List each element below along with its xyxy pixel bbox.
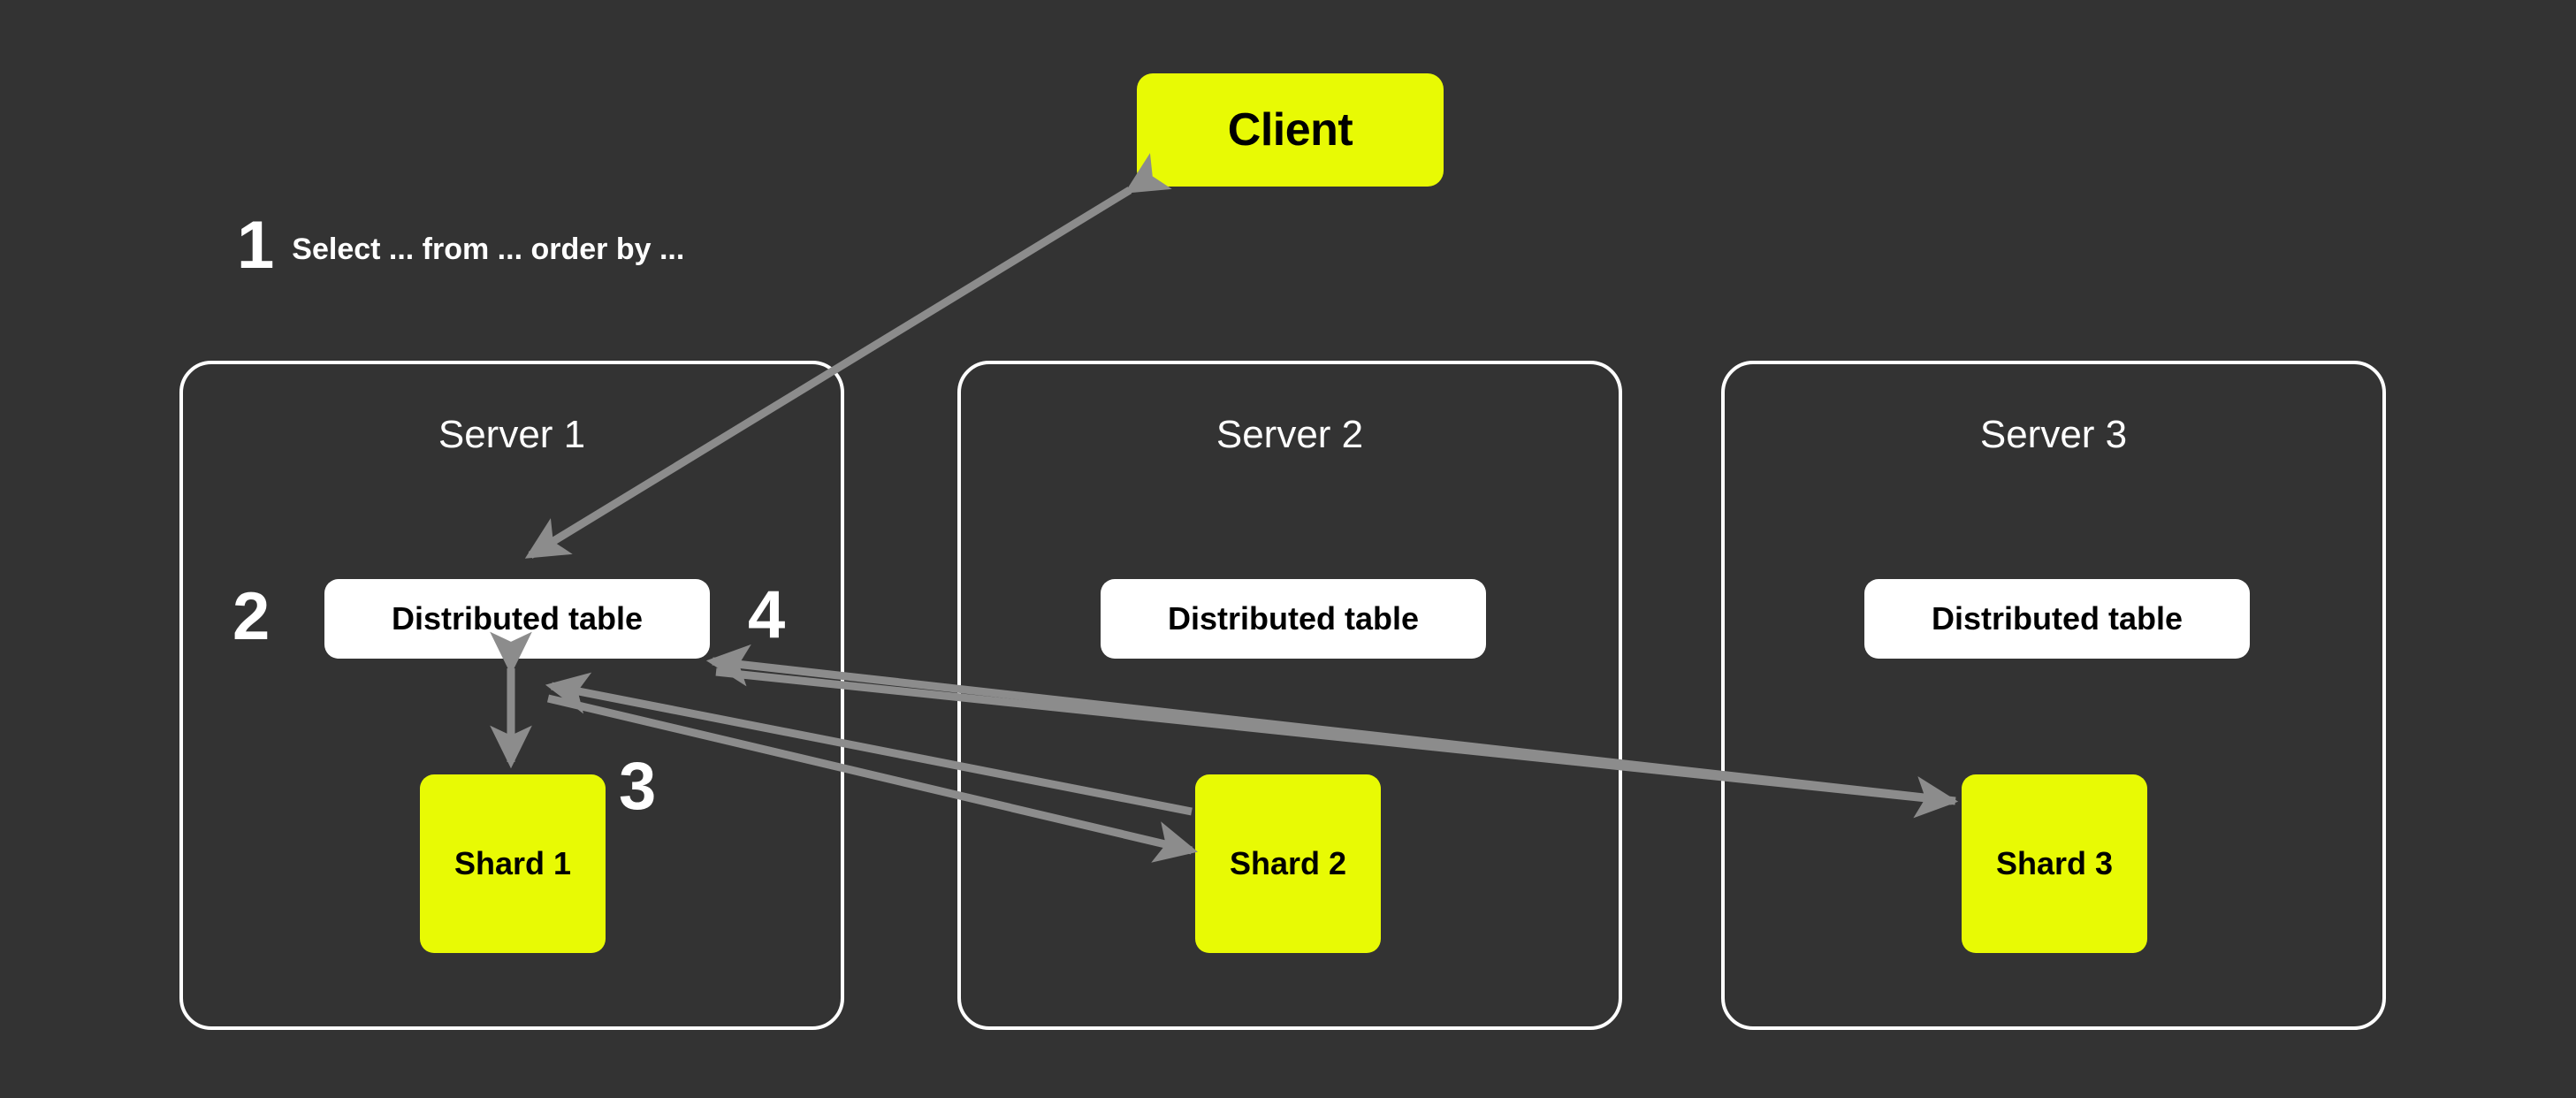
server-3-shard[interactable]: Shard 3 bbox=[1962, 774, 2147, 953]
server-2-distributed-table-label: Distributed table bbox=[1167, 600, 1420, 637]
step-3-number: 3 bbox=[619, 749, 657, 824]
server-3-distributed-table[interactable]: Distributed table bbox=[1864, 579, 2250, 659]
server-1-distributed-table[interactable]: Distributed table bbox=[324, 579, 710, 659]
server-3-distributed-table-label: Distributed table bbox=[1931, 600, 2184, 637]
server-3-title: Server 3 bbox=[1979, 413, 2128, 456]
server-1-shard-label: Shard 1 bbox=[453, 845, 572, 881]
step-4-number: 4 bbox=[748, 577, 786, 652]
server-1-distributed-table-label: Distributed table bbox=[391, 600, 644, 637]
server-2-distributed-table[interactable]: Distributed table bbox=[1101, 579, 1486, 659]
server-3-shard-label: Shard 3 bbox=[1995, 845, 2114, 881]
step-1-query-text: Select ... from ... order by ... bbox=[292, 233, 685, 266]
client-label: Client bbox=[1227, 104, 1353, 156]
server-panel-2: Server 2 Distributed table Shard 2 bbox=[957, 361, 1622, 1030]
server-2-shard-label: Shard 2 bbox=[1229, 845, 1347, 881]
server-panel-3: Server 3 Distributed table Shard 3 bbox=[1721, 361, 2386, 1030]
server-panel-1: Server 1 Distributed table Shard 1 bbox=[179, 361, 844, 1030]
server-2-shard[interactable]: Shard 2 bbox=[1195, 774, 1381, 953]
step-2-number: 2 bbox=[232, 579, 271, 654]
server-1-title: Server 1 bbox=[438, 413, 586, 456]
server-2-title: Server 2 bbox=[1216, 413, 1364, 456]
step-1-annotation: 1 Select ... from ... order by ... bbox=[237, 212, 684, 279]
server-1-shard[interactable]: Shard 1 bbox=[420, 774, 606, 953]
client-node[interactable]: Client bbox=[1137, 73, 1444, 187]
step-1-number: 1 bbox=[237, 208, 275, 283]
